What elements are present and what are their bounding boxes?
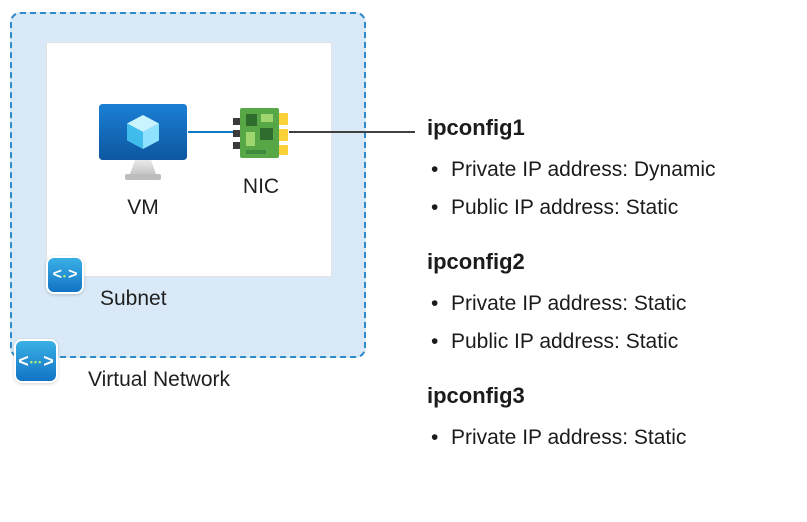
subnet-icon-bracket-left: < — [52, 266, 62, 283]
ipconfig1-list: Private IP address: Dynamic Public IP ad… — [427, 156, 797, 222]
nic-node: NIC — [233, 106, 289, 199]
subnet-icon-dots: • — [62, 271, 68, 281]
vm-to-nic-connector — [188, 131, 233, 133]
subnet-icon: <•> — [46, 256, 84, 294]
ipconfig3-item-private: Private IP address: Static — [427, 424, 797, 452]
vnet-icon-bracket-right: > — [43, 350, 54, 371]
nic-to-ipconfig-connector — [289, 131, 415, 133]
ipconfig-column: ipconfig1 Private IP address: Dynamic Pu… — [427, 114, 797, 462]
ipconfig3-list: Private IP address: Static — [427, 424, 797, 452]
subnet-boundary — [46, 42, 332, 277]
ipconfig-group-3: ipconfig3 Private IP address: Static — [427, 382, 797, 452]
subnet-label: Subnet — [100, 287, 167, 310]
ipconfig2-list: Private IP address: Static Public IP add… — [427, 290, 797, 356]
vnet-icon-dots: ••• — [29, 357, 43, 367]
ipconfig1-item-private: Private IP address: Dynamic — [427, 156, 797, 184]
ipconfig3-title: ipconfig3 — [427, 383, 525, 408]
ipconfig-group-1: ipconfig1 Private IP address: Dynamic Pu… — [427, 114, 797, 222]
ipconfig1-title: ipconfig1 — [427, 115, 525, 140]
vm-node: VM — [98, 103, 188, 220]
nic-icon — [233, 108, 289, 164]
vnet-icon-bracket-left: < — [18, 350, 29, 371]
ipconfig1-item-public: Public IP address: Static — [427, 194, 797, 222]
ipconfig2-item-public: Public IP address: Static — [427, 328, 797, 356]
subnet-icon-bracket-right: > — [68, 266, 78, 283]
virtual-network-icon: <•••> — [14, 339, 58, 383]
vm-label: VM — [127, 196, 159, 219]
ipconfig-group-2: ipconfig2 Private IP address: Static Pub… — [427, 248, 797, 356]
ipconfig2-title: ipconfig2 — [427, 249, 525, 274]
virtual-network-label: Virtual Network — [88, 368, 230, 391]
ipconfig2-item-private: Private IP address: Static — [427, 290, 797, 318]
virtual-machine-icon — [98, 104, 188, 189]
nic-label: NIC — [242, 175, 280, 198]
